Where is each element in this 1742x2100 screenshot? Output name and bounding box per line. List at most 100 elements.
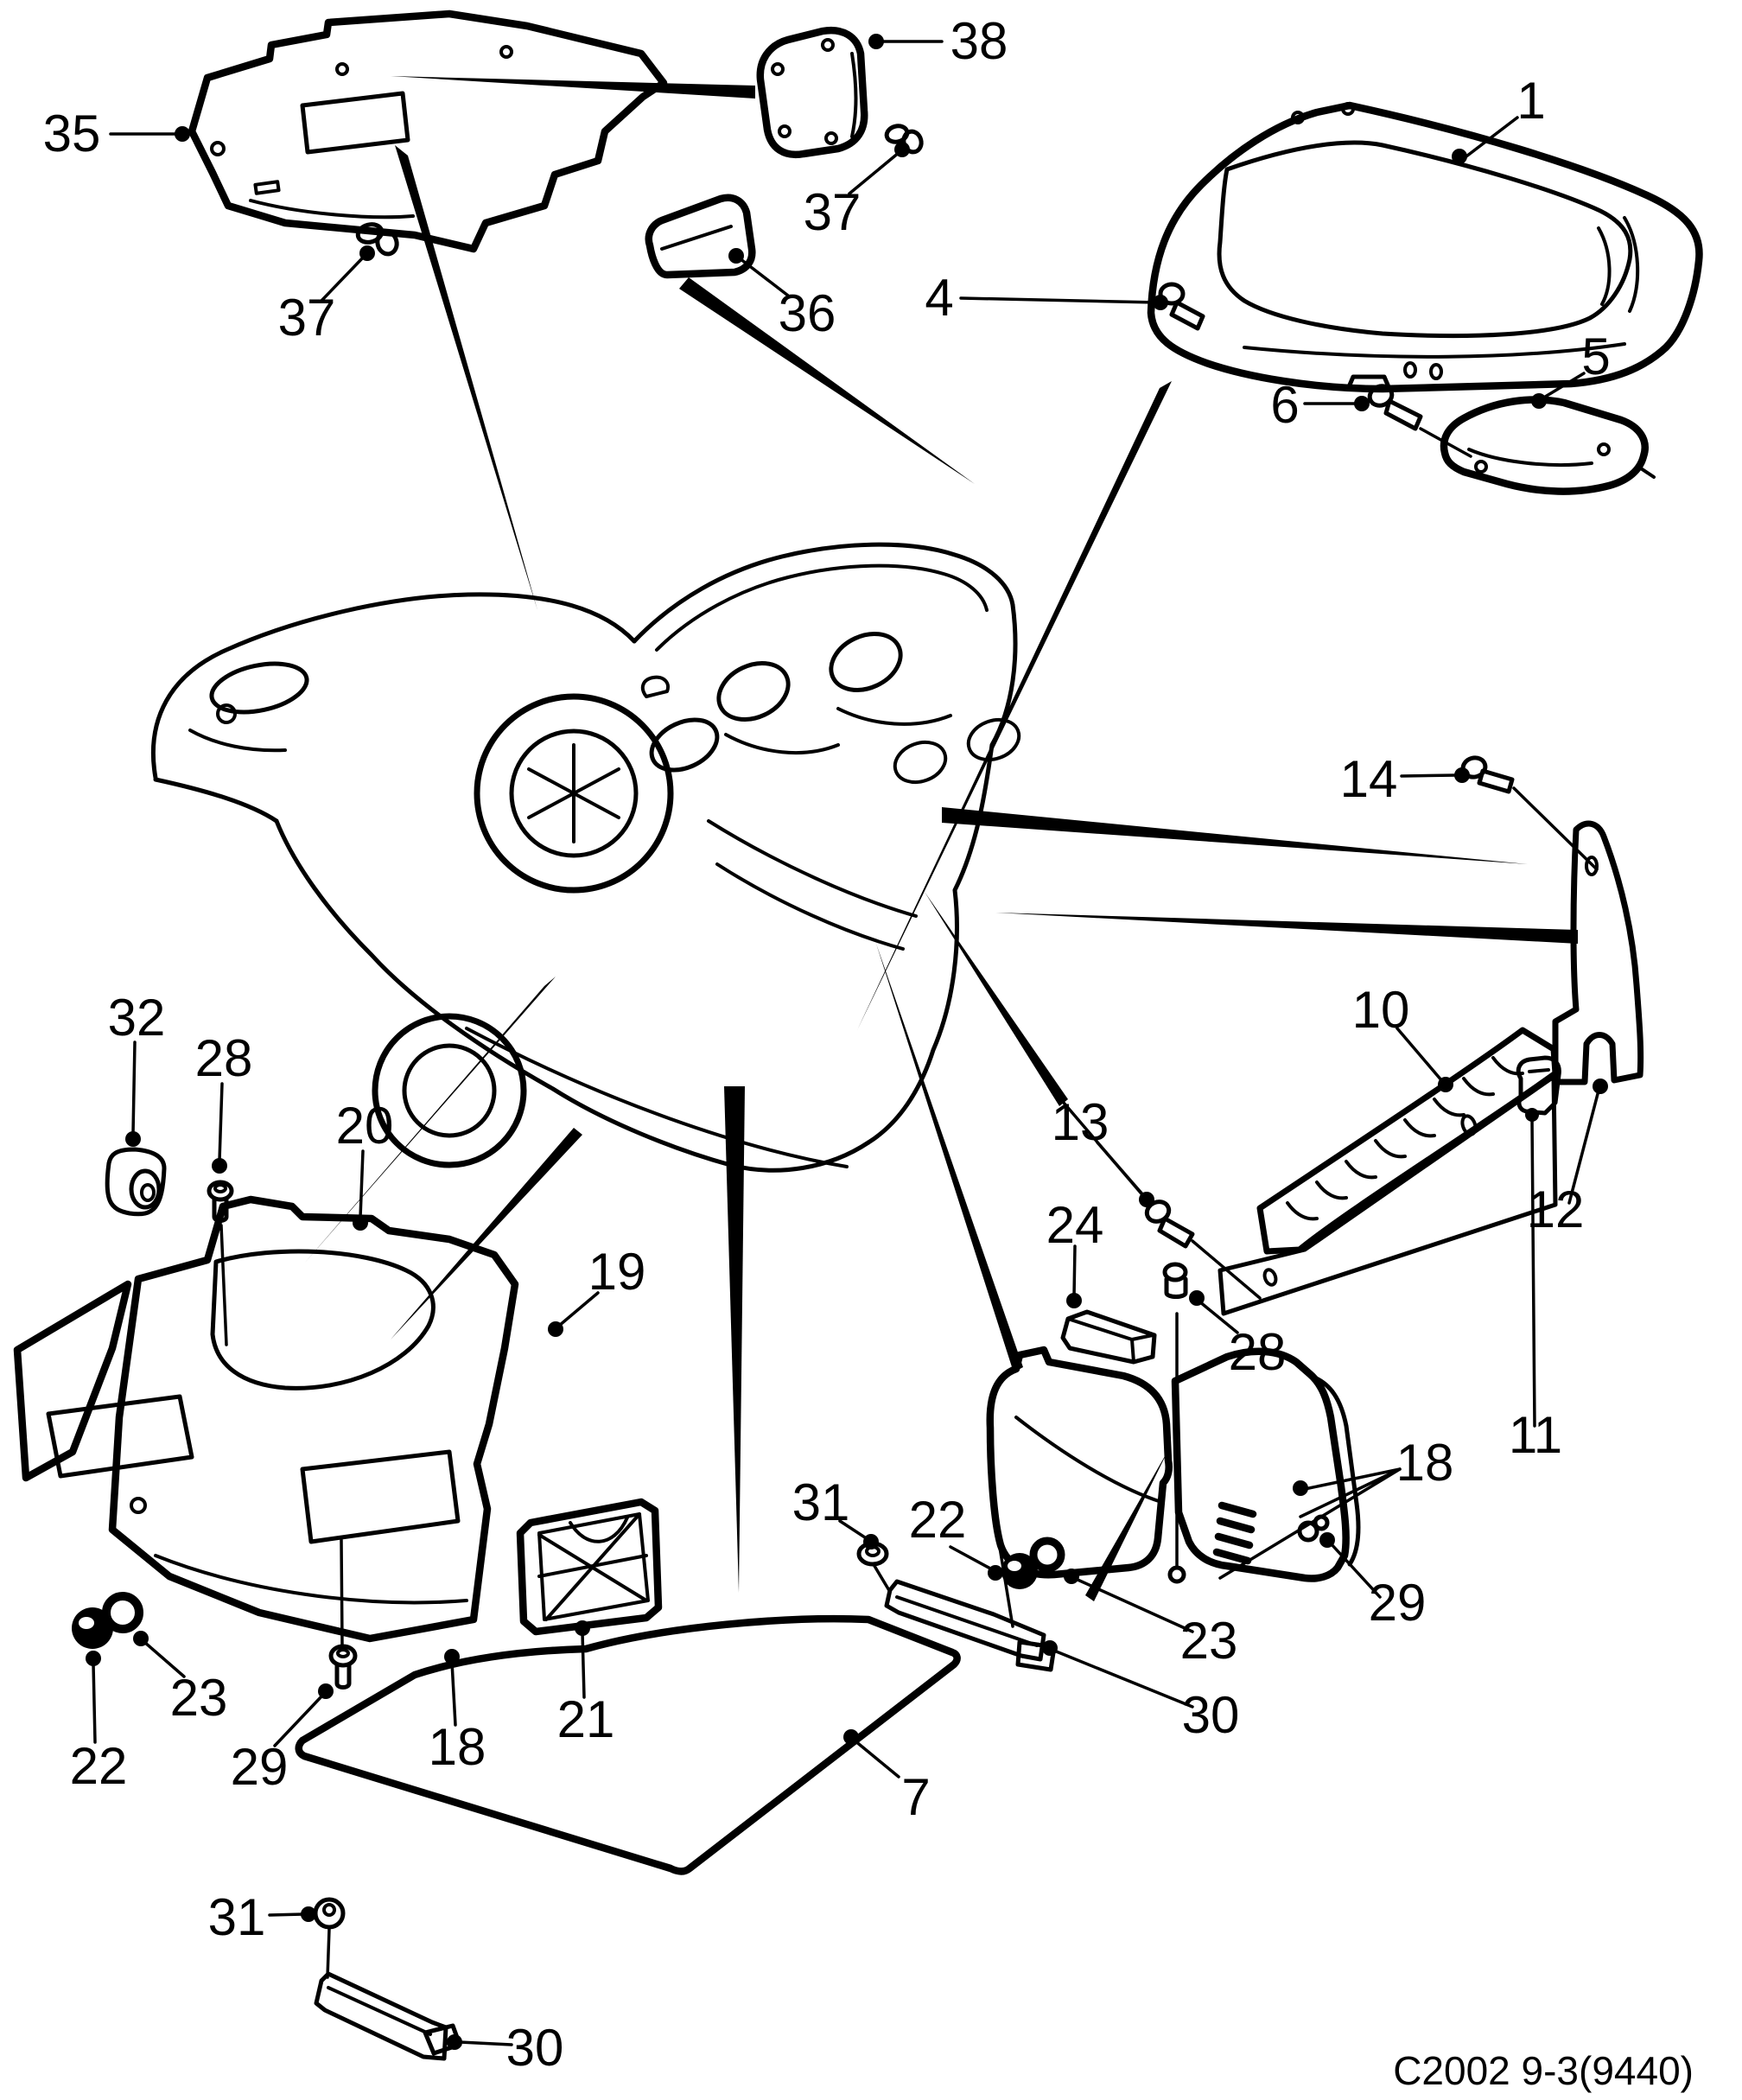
leader-32-dot <box>125 1131 141 1147</box>
left-panel-armrest <box>210 1249 436 1390</box>
car-rear-headrest-right <box>966 717 1021 762</box>
car-seat-left <box>716 661 791 722</box>
leader-1-dot <box>1452 149 1467 164</box>
right-rail-inner <box>895 1595 1039 1647</box>
buffer-32 <box>105 1147 167 1217</box>
leader-12 <box>1567 1089 1600 1205</box>
screw-6 <box>1367 384 1472 458</box>
liner-hole <box>1403 361 1417 379</box>
callout-7-label: 7 <box>901 1768 930 1826</box>
pillar-trim-outline <box>1552 820 1644 1085</box>
part-5-handle <box>1440 396 1656 495</box>
leader-18r-vee <box>1218 1467 1402 1580</box>
leader-18r-dot <box>1293 1480 1308 1496</box>
wedge-to-floor-mat <box>724 1086 745 1593</box>
cover-hole <box>778 124 792 138</box>
car-mirror <box>640 675 670 698</box>
screw-28-left <box>207 1180 234 1346</box>
leader-21-dot <box>575 1620 590 1636</box>
handle-hole <box>1597 442 1611 456</box>
screw-head <box>328 1644 358 1668</box>
clip-inner <box>1528 1068 1550 1073</box>
leader-31l-dot <box>301 1906 316 1922</box>
screw-13 <box>1144 1200 1262 1300</box>
leader-12-dot <box>1593 1079 1608 1094</box>
callout-23-left-label: 23 <box>170 1669 228 1727</box>
callout-20-label: 20 <box>336 1097 394 1155</box>
leader-20 <box>359 1149 365 1219</box>
callout-14-label: 14 <box>1340 750 1398 808</box>
scuff-hole <box>1262 1268 1278 1287</box>
cover-edge-line <box>850 52 858 138</box>
nut-body <box>1164 1276 1188 1299</box>
car-headlight <box>209 661 309 715</box>
grommet-23-right <box>1029 1537 1065 1573</box>
callout-4-label: 4 <box>925 269 953 327</box>
clip-outline <box>1516 1055 1561 1116</box>
wedge-to-left-quarter-trim <box>304 977 556 1263</box>
car-illustration <box>150 542 1021 1173</box>
handle-hole <box>1474 460 1488 474</box>
car-rear-wheel <box>372 1013 527 1168</box>
screw-shank <box>334 1662 352 1690</box>
pointer-wedges <box>304 76 1578 1601</box>
pad-outline <box>645 194 756 279</box>
leader-11 <box>1530 1117 1536 1428</box>
panel-hole <box>210 141 226 156</box>
car-windshield-inner <box>655 563 989 652</box>
callout-32-label: 32 <box>108 989 166 1047</box>
leader-18r <box>1303 1467 1402 1491</box>
screw-head <box>1367 384 1395 408</box>
screw6-link-line <box>1419 427 1472 458</box>
car-body-right-side <box>866 602 1018 1145</box>
screw13-link-line <box>1191 1239 1262 1300</box>
callout-30-left-label: 30 <box>506 2019 564 2077</box>
scuff-hole <box>1460 1114 1478 1136</box>
pad-inner-line <box>660 225 733 251</box>
callout-35-label: 35 <box>43 105 101 162</box>
pillar-trim-hole <box>1585 856 1599 876</box>
panel-hole <box>335 62 349 76</box>
left-sail-flap <box>13 1280 132 1482</box>
grommet-22-right-hole <box>1008 1561 1021 1571</box>
leader-20-dot <box>353 1215 368 1231</box>
bracket-inner <box>1066 1317 1154 1364</box>
wedge-panel35-to-panel38 <box>391 76 755 99</box>
part-36-insulation-pad <box>645 194 756 279</box>
left-rail-bar <box>314 1971 448 2061</box>
leader-13 <box>1096 1141 1146 1198</box>
callout-18-right-label: 18 <box>1396 1434 1454 1492</box>
callout-18-left-label: 18 <box>429 1718 486 1776</box>
screw-29-left <box>328 1538 358 1690</box>
car-steering-wheel <box>649 717 720 773</box>
rail-pin-left <box>873 1564 892 1594</box>
leader-36-dot <box>728 248 744 264</box>
leader-23r-dot <box>1064 1569 1079 1584</box>
screw-shank <box>212 1196 229 1223</box>
leader-22r <box>949 1545 994 1571</box>
leader-31r-dot <box>863 1534 879 1550</box>
leader-35-dot <box>175 126 190 142</box>
callout-38-label: 38 <box>950 12 1008 70</box>
nut-28-right <box>1162 1262 1188 1299</box>
leader-19-dot <box>548 1321 563 1337</box>
wedge-to-pad36 <box>679 277 975 484</box>
callout-29-left-label: 29 <box>231 1738 289 1796</box>
callout-6-label: 6 <box>1270 376 1299 434</box>
car-badge <box>216 703 237 724</box>
left-panel-crease <box>154 1554 468 1605</box>
grille-cross <box>537 1512 648 1621</box>
car-beltline-crease <box>465 1027 849 1168</box>
grommet-22-left-hole <box>79 1617 94 1629</box>
leader-28r-dot <box>1189 1290 1205 1306</box>
leader-30r <box>1052 1649 1194 1709</box>
leader-30l-dot <box>447 2034 462 2050</box>
leader-37a-dot <box>359 245 375 261</box>
part-24-bracket <box>1060 1309 1157 1365</box>
car-windshield-frame <box>632 542 1015 644</box>
handle-tab <box>1637 465 1656 479</box>
leader-30l <box>458 2040 513 2046</box>
panel-bottom-curve <box>249 199 415 220</box>
callout-10-label: 10 <box>1352 981 1410 1039</box>
